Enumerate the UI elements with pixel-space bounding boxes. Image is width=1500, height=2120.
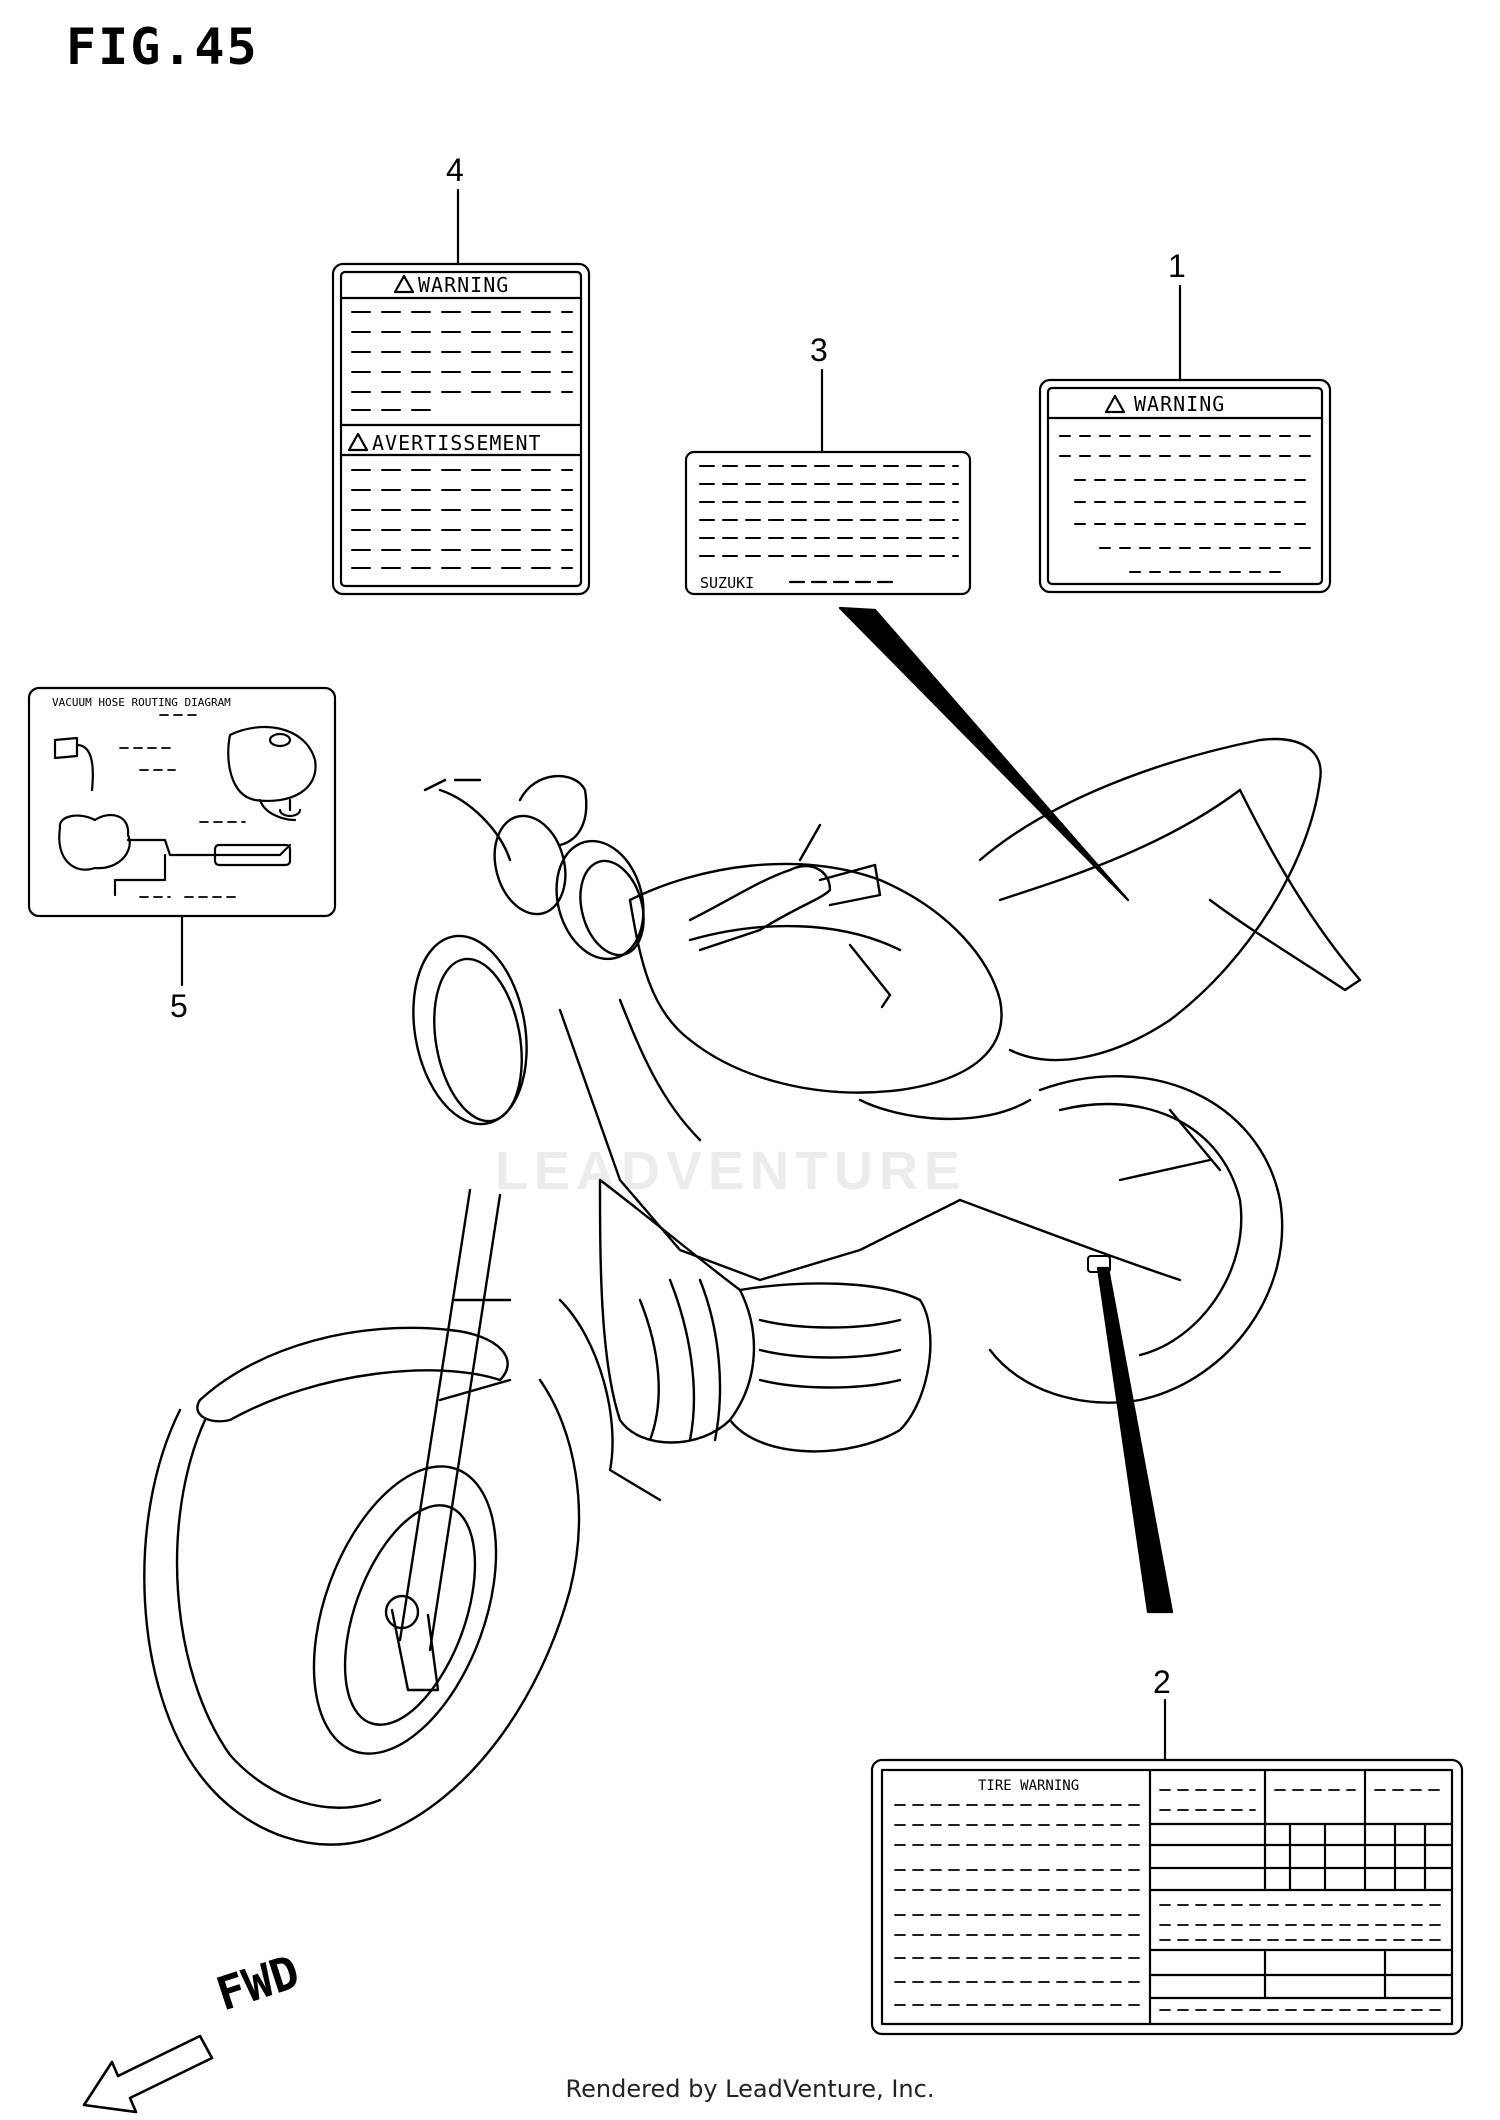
label-1-warning[interactable]: WARNING (1038, 378, 1332, 594)
engine-schematic (53, 725, 317, 897)
label-3-suzuki-info[interactable]: SUZUKI (684, 450, 972, 596)
warning-triangle-icon (347, 432, 369, 452)
label-2-tire-warning[interactable]: TIRE WARNING (870, 1758, 1464, 2036)
label-1-heading: WARNING (1134, 392, 1225, 416)
label-5-heading: VACUUM HOSE ROUTING DIAGRAM (52, 696, 231, 709)
callout-1: 1 (1168, 248, 1186, 284)
render-credit: Rendered by LeadVenture, Inc. (565, 2075, 935, 2103)
warning-triangle-icon (1104, 394, 1126, 414)
callout-2: 2 (1153, 1664, 1171, 1700)
callout-4: 4 (446, 152, 464, 188)
figure-title: FIG.45 (66, 18, 259, 76)
warning-triangle-icon (393, 274, 415, 294)
watermark: LEADVENTURE (495, 1141, 967, 1201)
label-4-heading-bottom: AVERTISSEMENT (372, 431, 542, 455)
label-5-vacuum-hose-diagram[interactable]: VACUUM HOSE ROUTING DIAGRAM (27, 686, 337, 918)
label-3-brand: SUZUKI (700, 574, 754, 592)
frame-label-tag (1087, 1255, 1111, 1273)
callout-3: 3 (810, 332, 828, 368)
pointer-wedge-2 (1096, 1266, 1174, 1614)
label-2-heading: TIRE WARNING (978, 1778, 1079, 1794)
callout-5: 5 (170, 988, 188, 1024)
motorcycle-drawing (143, 737, 1362, 1846)
pointer-wedge-3 (838, 606, 1130, 902)
label-4-warning-bilingual[interactable]: WARNING AVERTISSEMENT (331, 262, 591, 596)
forward-arrow-icon (82, 2034, 214, 2114)
label-4-heading-top: WARNING (418, 273, 509, 297)
